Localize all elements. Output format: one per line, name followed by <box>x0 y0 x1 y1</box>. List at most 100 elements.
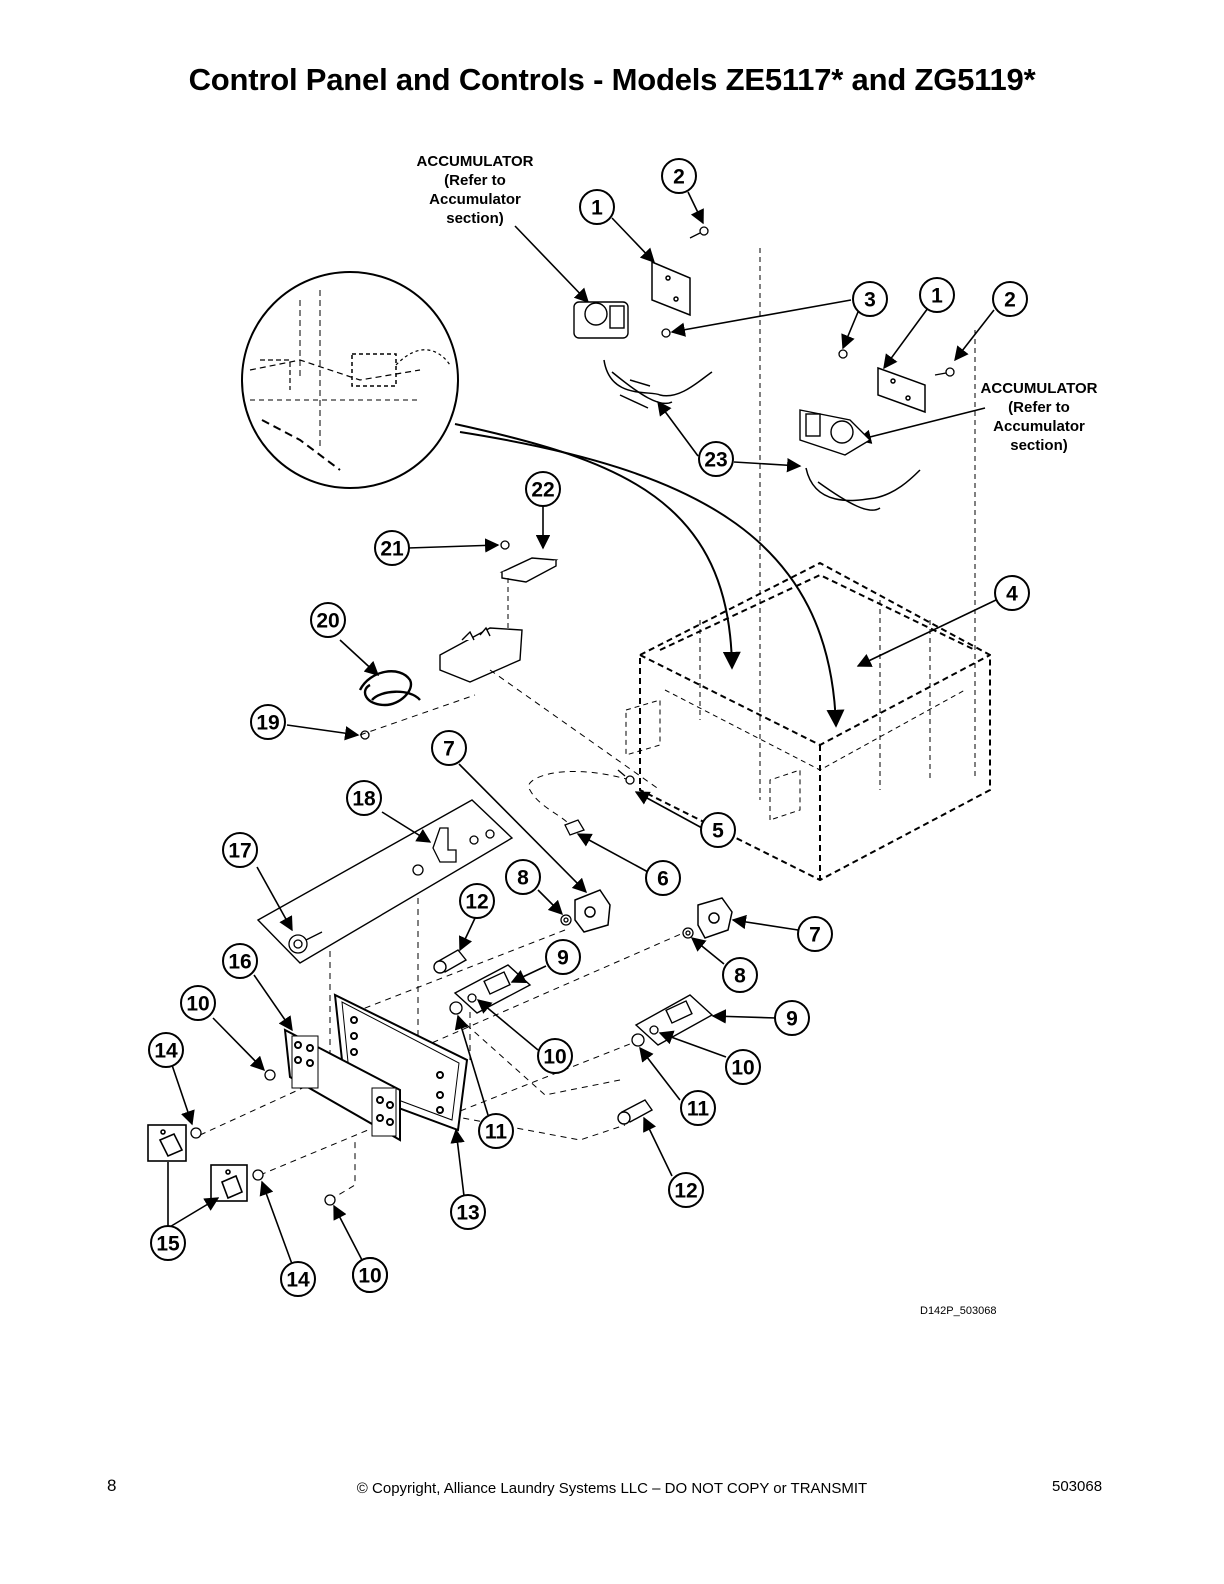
balloon-number: 20 <box>316 610 339 633</box>
balloon-number: 10 <box>186 993 209 1016</box>
balloon-circle <box>661 158 697 194</box>
part-21-screw <box>500 540 510 550</box>
balloon-circle <box>698 441 734 477</box>
document-number: 503068 <box>1052 1478 1103 1495</box>
balloon-circle <box>180 985 216 1021</box>
balloon-circle <box>680 1090 716 1126</box>
balloon-circle <box>537 1038 573 1074</box>
part-18-hold-down-bracket <box>432 827 495 863</box>
accumulator-left-line-4: section) <box>446 210 504 227</box>
part-5-screw <box>617 769 635 785</box>
part-14-nut-top <box>190 1127 202 1139</box>
part-7-selector-switch-left <box>574 889 611 933</box>
balloon-number: 2 <box>673 166 685 189</box>
balloon-9: 9 <box>545 939 581 975</box>
page-number: 8 <box>107 1476 117 1495</box>
part-11-washer-right <box>631 1033 645 1047</box>
balloon-circle <box>725 1049 761 1085</box>
balloon-circle <box>450 1194 486 1230</box>
balloon-number: 6 <box>657 868 669 891</box>
balloon-circle <box>545 939 581 975</box>
balloon-10: 10 <box>537 1038 573 1074</box>
balloon-number: 16 <box>228 951 251 974</box>
part-10-nut-upper <box>467 993 477 1003</box>
part-20-latch-bracket <box>439 626 523 683</box>
balloon-number: 1 <box>591 197 603 220</box>
part-10-nut-panel <box>264 1069 276 1081</box>
part-14-nut-bottom <box>252 1169 264 1181</box>
copyright-notice: © Copyright, Alliance Laundry Systems LL… <box>356 1480 868 1497</box>
balloon-number: 21 <box>380 538 404 561</box>
balloon-5: 5 <box>700 812 736 848</box>
part-2-screw-right <box>934 367 955 377</box>
balloon-11: 11 <box>680 1090 716 1126</box>
balloon-12: 12 <box>459 883 495 919</box>
part-23-harness-left <box>603 359 713 409</box>
balloon-number: 19 <box>256 712 279 735</box>
balloon-number: 10 <box>358 1265 381 1288</box>
balloon-circle <box>150 1225 186 1261</box>
balloon-circle <box>994 575 1030 611</box>
balloon-number: 8 <box>517 867 529 890</box>
alignment-lines <box>199 669 691 1201</box>
balloon-circle <box>148 1032 184 1068</box>
balloon-circle <box>250 704 286 740</box>
balloon-circle <box>797 916 833 952</box>
balloon-3: 3 <box>852 281 888 317</box>
balloon-circle <box>579 189 615 225</box>
balloon-17: 17 <box>222 832 258 868</box>
part-9-switch-box-left <box>453 964 532 1014</box>
part-1-bracket-right <box>877 366 926 414</box>
console-internal-lines <box>625 248 976 821</box>
balloon-number: 3 <box>864 289 876 312</box>
balloon-4: 4 <box>994 575 1030 611</box>
balloon-number: 23 <box>704 449 727 472</box>
balloon-number: 10 <box>543 1046 566 1069</box>
balloon-6: 6 <box>645 860 681 896</box>
balloon-7: 7 <box>431 730 467 766</box>
balloon-19: 19 <box>250 704 286 740</box>
balloon-number: 9 <box>786 1008 798 1031</box>
balloon-number: 7 <box>809 924 821 947</box>
accumulator-left-part <box>573 301 629 339</box>
balloon-circle <box>668 1172 704 1208</box>
balloon-number: 1 <box>931 285 943 308</box>
balloon-circle <box>352 1257 388 1293</box>
balloon-16: 16 <box>222 943 258 979</box>
accumulator-callout-right: ACCUMULATOR (Refer to Accumulator sectio… <box>981 380 1098 454</box>
detail-view-circle <box>241 271 459 489</box>
balloon-14: 14 <box>280 1261 316 1297</box>
balloon-21: 21 <box>374 530 410 566</box>
balloon-10: 10 <box>352 1257 388 1293</box>
balloon-circle <box>919 277 955 313</box>
balloon-circle <box>431 730 467 766</box>
balloon-23: 23 <box>698 441 734 477</box>
balloon-2: 2 <box>661 158 697 194</box>
accumulator-right-line-3: Accumulator <box>993 418 1085 435</box>
balloon-number: 11 <box>485 1121 508 1144</box>
accumulator-right-line-4: section) <box>1010 437 1068 454</box>
part-12-indicator-lamp-upper <box>433 949 468 974</box>
part-12-indicator-lamp-lower <box>617 1099 654 1125</box>
balloon-number: 11 <box>687 1098 710 1121</box>
part-23-harness-right <box>805 467 921 511</box>
part-8-washer-left <box>560 914 572 926</box>
balloon-13: 13 <box>450 1194 486 1230</box>
balloon-15: 15 <box>150 1225 186 1261</box>
page-title: Control Panel and Controls - Models ZE51… <box>188 62 1036 97</box>
balloon-1: 1 <box>579 189 615 225</box>
balloon-circle <box>645 860 681 896</box>
balloon-9: 9 <box>774 1000 810 1036</box>
drawing-reference: D142P_503068 <box>920 1305 997 1317</box>
accumulator-right-part <box>799 409 872 456</box>
balloon-1: 1 <box>919 277 955 313</box>
part-10-nut-bottom <box>324 1194 336 1206</box>
balloon-number: 4 <box>1006 583 1018 606</box>
part-7-selector-switch-right <box>697 897 733 939</box>
accumulator-left-line-3: Accumulator <box>429 191 521 208</box>
balloon-number: 14 <box>154 1040 178 1063</box>
balloon-7: 7 <box>797 916 833 952</box>
balloon-circle <box>700 812 736 848</box>
